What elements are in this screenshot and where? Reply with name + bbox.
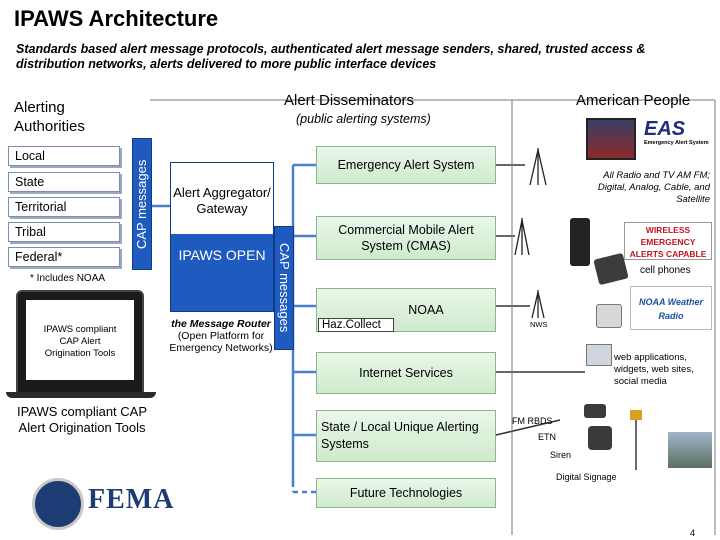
noaa-weather-radio-logo: NOAA Weather Radio [630, 286, 712, 330]
future-technologies-box: Future Technologies [316, 478, 496, 508]
laptop-caption: IPAWS compliant CAP Alert Origination To… [16, 404, 148, 435]
page-number: 4 [690, 528, 696, 538]
cap-messages-right: CAP messages [274, 226, 294, 350]
tier-territorial: Territorial [8, 197, 120, 217]
eas-box: Emergency Alert System [316, 146, 496, 184]
laptop-base [6, 392, 156, 398]
page-title: IPAWS Architecture [14, 6, 219, 31]
hazcollect-label: Haz.Collect [318, 318, 394, 332]
tower-icon-3 [531, 290, 545, 319]
nws-caption: NWS [530, 320, 548, 329]
fm-receiver-icon [584, 404, 606, 418]
tier-federal: Federal* [8, 247, 120, 267]
digital-signage-caption: Digital Signage [556, 472, 617, 482]
tower-icon-1 [529, 148, 547, 186]
fema-logo: FEMA [88, 484, 175, 515]
aggregator-box: Alert Aggregator/ Gateway IPAWS OPEN [170, 162, 274, 312]
message-router-caption: the Message Router (Open Platform for Em… [158, 318, 284, 354]
tv-image-icon [586, 118, 636, 160]
eas-logo-text: EAS [644, 118, 686, 140]
weather-radio-icon [596, 304, 622, 328]
etn-caption: ETN [538, 432, 556, 442]
highway-sign-icon [668, 432, 712, 468]
tower-icon-2 [514, 218, 530, 256]
state-local-box: State / Local Unique Alerting Systems [316, 410, 496, 462]
wireless-emergency-alerts-logo: WIRELESS EMERGENCY ALERTS CAPABLE [624, 222, 712, 260]
ipaws-open-label: IPAWS OPEN [178, 247, 266, 263]
eas-logo-sub: Emergency Alert System [644, 140, 709, 146]
laptop-icon: IPAWS compliant CAP Alert Origination To… [16, 290, 144, 394]
page-subtitle: Standards based alert message protocols,… [16, 42, 646, 71]
message-router-title: the Message Router [171, 318, 271, 330]
alert-disseminators-heading: Alert Disseminators [284, 92, 415, 109]
message-router-body: (Open Platform for Emergency Networks) [169, 330, 273, 354]
cmas-box: Commercial Mobile Alert System (CMAS) [316, 216, 496, 260]
cell-phones-caption: cell phones [640, 265, 691, 276]
desk-phone-icon [588, 426, 612, 450]
fm-rbds-caption: FM RBDS [512, 416, 553, 426]
eas-logo: EAS Emergency Alert System [644, 118, 710, 146]
tier-tribal: Tribal [8, 222, 120, 242]
dhs-seal-icon [32, 478, 84, 530]
tier-local: Local [8, 146, 120, 166]
noaa-label: NOAA [408, 303, 444, 317]
radio-tv-caption: All Radio and TV AM FM; Digital, Analog,… [597, 170, 710, 205]
noaa-footnote: * Includes NOAA [30, 273, 106, 284]
siren-pole-icon [630, 410, 642, 470]
tier-state: State [8, 172, 120, 192]
laptop-screen: IPAWS compliant CAP Alert Origination To… [26, 300, 134, 380]
aggregator-label: Alert Aggregator/ Gateway [173, 185, 271, 216]
american-people-heading: American People [576, 92, 691, 109]
alerting-authorities-heading: Alerting Authorities [14, 99, 85, 135]
phone-icon [570, 218, 590, 266]
siren-caption: Siren [550, 450, 572, 460]
cap-messages-left: CAP messages [132, 138, 152, 270]
link-state-local [495, 419, 561, 436]
web-caption: web applications, widgets, web sites, so… [614, 352, 694, 387]
internet-services-box: Internet Services [316, 352, 496, 394]
monitor-icon [586, 344, 612, 366]
alert-disseminators-subheading: (public alerting systems) [296, 112, 431, 126]
noaa-box: NOAA [316, 288, 496, 332]
